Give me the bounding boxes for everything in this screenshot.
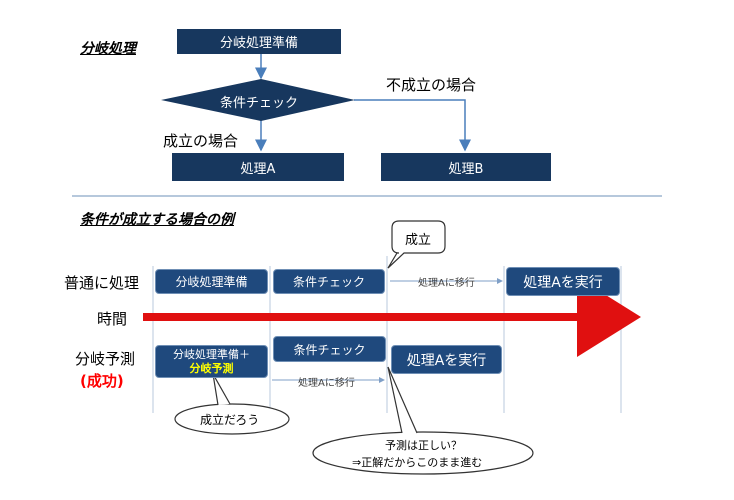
row1-prep-box: 分岐処理準備 [155, 269, 268, 294]
row1-label: 普通に処理 [64, 274, 140, 292]
prep-box: 分岐処理準備 [177, 29, 341, 54]
callout-guess-text: 成立だろう [200, 413, 260, 427]
row2-prep-box: 分岐処理準備＋ 分岐予測 [155, 345, 268, 378]
row2-sublabel: (成功) [80, 370, 124, 391]
arrow-condition-to-proc-b [354, 99, 471, 152]
row2-move-text: 処理Aに移行 [298, 378, 355, 389]
row2-prep-line2: 分岐予測 [189, 361, 234, 375]
row1-exec-box: 処理Aを実行 [506, 267, 620, 296]
condition-diamond [161, 79, 355, 121]
callout-verify-tail [387, 366, 418, 434]
callout-seiritsu-shape [387, 220, 446, 269]
row2-prep-line1: 分岐処理準備＋ [173, 347, 250, 361]
callout-guess-tail [212, 373, 231, 406]
row1-move-text: 処理Aに移行 [418, 278, 475, 289]
row2-exec-box: 処理Aを実行 [391, 345, 502, 374]
row2-label: 分岐予測 [75, 350, 136, 368]
callout-seiritsu-text: 成立 [405, 233, 432, 248]
fail-label: 不成立の場合 [386, 76, 477, 94]
callout-verify-line1: 予測は正しい？ [385, 439, 462, 452]
proc-a-box: 処理A [172, 153, 344, 181]
callout-verify-shape [312, 431, 534, 475]
row2-paren-open: ( [80, 372, 87, 390]
row2-success-text: 成功 [86, 372, 117, 390]
callout-guess-shape [174, 403, 290, 435]
success-label: 成立の場合 [163, 132, 239, 150]
top-heading: 分岐処理 [80, 41, 136, 57]
row2-check-box: 条件チェック [273, 336, 386, 362]
callout-verify-line2: ⇒正解だからこのまま進む [352, 456, 483, 469]
row2-paren-close: ) [116, 372, 124, 390]
row1-check-box: 条件チェック [273, 269, 385, 294]
proc-b-box: 処理B [381, 153, 551, 181]
time-label: 時間 [97, 310, 128, 328]
condition-label: 条件チェック [220, 96, 299, 111]
bottom-heading: 条件が成立する場合の例 [80, 212, 234, 228]
